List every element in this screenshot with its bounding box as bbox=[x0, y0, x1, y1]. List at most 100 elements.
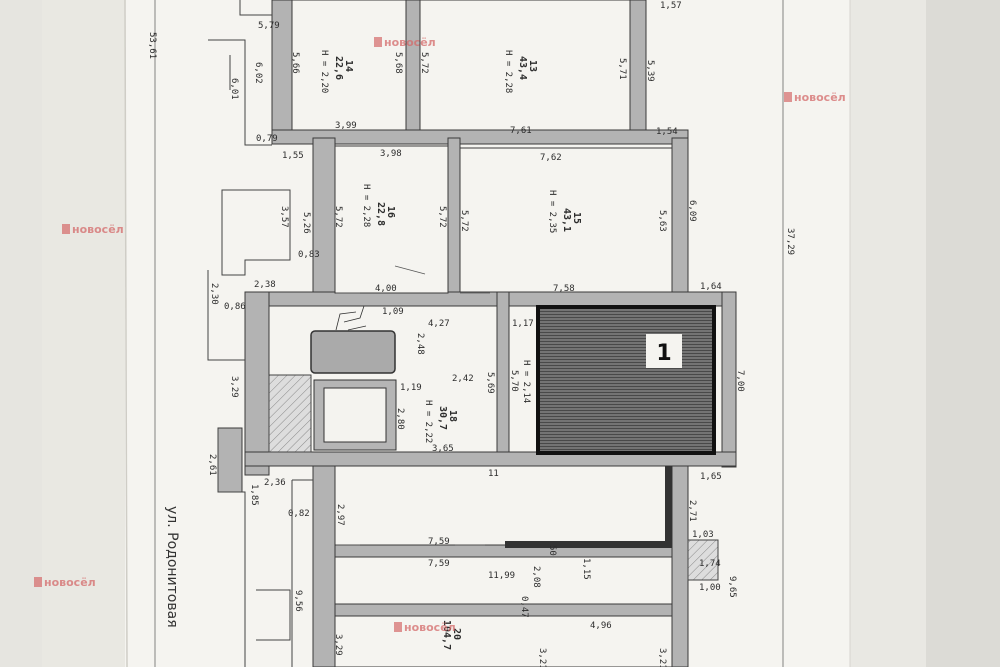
svg-text:50: 50 bbox=[547, 545, 557, 556]
svg-text:1,09: 1,09 bbox=[382, 307, 404, 317]
svg-text:22,8: 22,8 bbox=[375, 202, 386, 226]
room-13-label: 13 43,4 Н = 2,28 bbox=[503, 50, 538, 93]
outer-dim-left: 53,61 bbox=[147, 32, 157, 59]
svg-text:15: 15 bbox=[571, 212, 582, 224]
svg-text:2,97: 2,97 bbox=[335, 504, 345, 526]
svg-text:7,62: 7,62 bbox=[540, 153, 562, 163]
svg-text:5,72: 5,72 bbox=[419, 52, 429, 74]
svg-text:2,71: 2,71 bbox=[687, 500, 697, 522]
selected-unit-label-box bbox=[646, 334, 682, 368]
svg-text:Н = 2,35: Н = 2,35 bbox=[547, 190, 557, 233]
room-20-floor bbox=[334, 615, 673, 667]
svg-text:1,19: 1,19 bbox=[400, 383, 422, 393]
svg-text:новосёл: новосёл bbox=[404, 621, 456, 634]
selected-unit-1[interactable] bbox=[536, 305, 716, 455]
stair-wall-hatch bbox=[268, 374, 312, 453]
paper-margin bbox=[42, 0, 128, 667]
svg-text:16: 16 bbox=[385, 206, 396, 218]
svg-text:1,15: 1,15 bbox=[581, 558, 591, 580]
svg-text:новосёл: новосёл bbox=[44, 576, 96, 589]
svg-text:1,54: 1,54 bbox=[656, 127, 678, 137]
room-16-floor bbox=[334, 145, 449, 294]
svg-text:9,65: 9,65 bbox=[727, 576, 737, 598]
svg-text:3,29: 3,29 bbox=[229, 376, 239, 398]
svg-text:5,63: 5,63 bbox=[657, 210, 667, 232]
background-left bbox=[0, 0, 42, 667]
svg-text:5,39: 5,39 bbox=[645, 60, 655, 82]
background-right bbox=[926, 0, 1000, 667]
svg-text:Н = 2,14: Н = 2,14 bbox=[521, 360, 531, 403]
left-annex-outline bbox=[207, 0, 719, 667]
svg-text:0,86: 0,86 bbox=[224, 302, 246, 312]
room-13-floor bbox=[419, 0, 631, 131]
svg-text:0,82: 0,82 bbox=[288, 509, 310, 519]
svg-text:7,59: 7,59 bbox=[428, 537, 450, 547]
svg-text:11: 11 bbox=[488, 469, 499, 479]
watermark-logo: новосёл bbox=[394, 621, 456, 634]
watermark-logo: новосёл bbox=[374, 36, 436, 49]
svg-text:2,42: 2,42 bbox=[452, 374, 474, 384]
svg-text:3,21: 3,21 bbox=[657, 648, 667, 667]
svg-text:3,21: 3,21 bbox=[537, 648, 547, 667]
svg-text:1,74: 1,74 bbox=[699, 559, 721, 569]
svg-text:2,36: 2,36 bbox=[264, 478, 286, 488]
svg-text:0,79: 0,79 bbox=[256, 134, 278, 144]
room-20-label: 20 104,7 bbox=[441, 620, 462, 650]
svg-text:30,7: 30,7 bbox=[437, 406, 448, 430]
svg-text:1,55: 1,55 bbox=[282, 151, 304, 161]
svg-text:2,38: 2,38 bbox=[254, 280, 276, 290]
svg-text:7,61: 7,61 bbox=[510, 126, 532, 136]
svg-text:новосёл: новосёл bbox=[72, 223, 124, 236]
svg-text:3,98: 3,98 bbox=[380, 149, 402, 159]
svg-text:6,02: 6,02 bbox=[253, 62, 263, 84]
svg-text:7,00: 7,00 bbox=[735, 370, 745, 392]
room-15-label: 15 43,1 Н = 2,35 bbox=[547, 190, 582, 233]
room-labels: 14 22,6 Н = 2,20 13 43,4 Н = 2,28 16 22,… bbox=[319, 50, 582, 650]
svg-text:5,70: 5,70 bbox=[509, 370, 519, 392]
selected-unit-label: 1 bbox=[656, 341, 671, 366]
svg-text:5,72: 5,72 bbox=[437, 206, 447, 228]
room-19-floor bbox=[334, 465, 673, 546]
svg-text:5,72: 5,72 bbox=[459, 210, 469, 232]
room-15-floor bbox=[459, 147, 673, 293]
watermarks: новосёл новосёл новосёл новосёл новосёл bbox=[34, 36, 846, 634]
svg-text:43,4: 43,4 bbox=[517, 56, 528, 80]
svg-text:1,85: 1,85 bbox=[249, 484, 259, 506]
partition-bar bbox=[505, 541, 672, 548]
watermark-logo: новосёл bbox=[784, 91, 846, 104]
svg-text:4,00: 4,00 bbox=[375, 284, 397, 294]
svg-text:2,08: 2,08 bbox=[531, 566, 541, 588]
svg-text:1,17: 1,17 bbox=[512, 319, 534, 329]
svg-text:5,71: 5,71 bbox=[617, 58, 627, 80]
svg-text:5,26: 5,26 bbox=[301, 212, 311, 234]
door-marks bbox=[336, 265, 490, 546]
svg-text:43,1: 43,1 bbox=[561, 208, 572, 232]
svg-text:3,57: 3,57 bbox=[279, 206, 289, 228]
watermark-logo: новосёл bbox=[34, 576, 96, 589]
svg-text:5,68: 5,68 bbox=[393, 52, 403, 74]
svg-text:1,00: 1,00 bbox=[699, 583, 721, 593]
svg-text:4,96: 4,96 bbox=[590, 621, 612, 631]
svg-text:3,65: 3,65 bbox=[432, 444, 454, 454]
svg-text:1,65: 1,65 bbox=[700, 472, 722, 482]
svg-text:4,27: 4,27 bbox=[428, 319, 450, 329]
svg-text:6,09: 6,09 bbox=[687, 200, 697, 222]
svg-text:0,47: 0,47 bbox=[519, 596, 529, 618]
svg-text:1,57: 1,57 bbox=[660, 1, 682, 11]
room-16-label: 16 22,8 Н = 2,28 bbox=[361, 184, 396, 227]
svg-text:6,01: 6,01 bbox=[229, 78, 239, 100]
svg-text:Н = 2,28: Н = 2,28 bbox=[503, 50, 513, 93]
room-14-label: 14 22,6 Н = 2,20 bbox=[319, 50, 354, 93]
svg-text:5,69: 5,69 bbox=[485, 372, 495, 394]
svg-text:18: 18 bbox=[447, 410, 458, 422]
svg-text:Н = 2,22: Н = 2,22 bbox=[423, 400, 433, 443]
stairs-symbol bbox=[335, 305, 367, 331]
dimension-labels: 5,79 5,66 5,68 5,72 5,71 5,39 1,57 3,99 … bbox=[207, 1, 745, 667]
svg-text:11,99: 11,99 bbox=[488, 571, 515, 581]
svg-text:104,7: 104,7 bbox=[441, 620, 452, 650]
watermark-logo: новосёл bbox=[62, 223, 124, 236]
room-18-label: 18 30,7 Н = 2,22 bbox=[423, 400, 458, 443]
svg-text:0,83: 0,83 bbox=[298, 250, 320, 260]
